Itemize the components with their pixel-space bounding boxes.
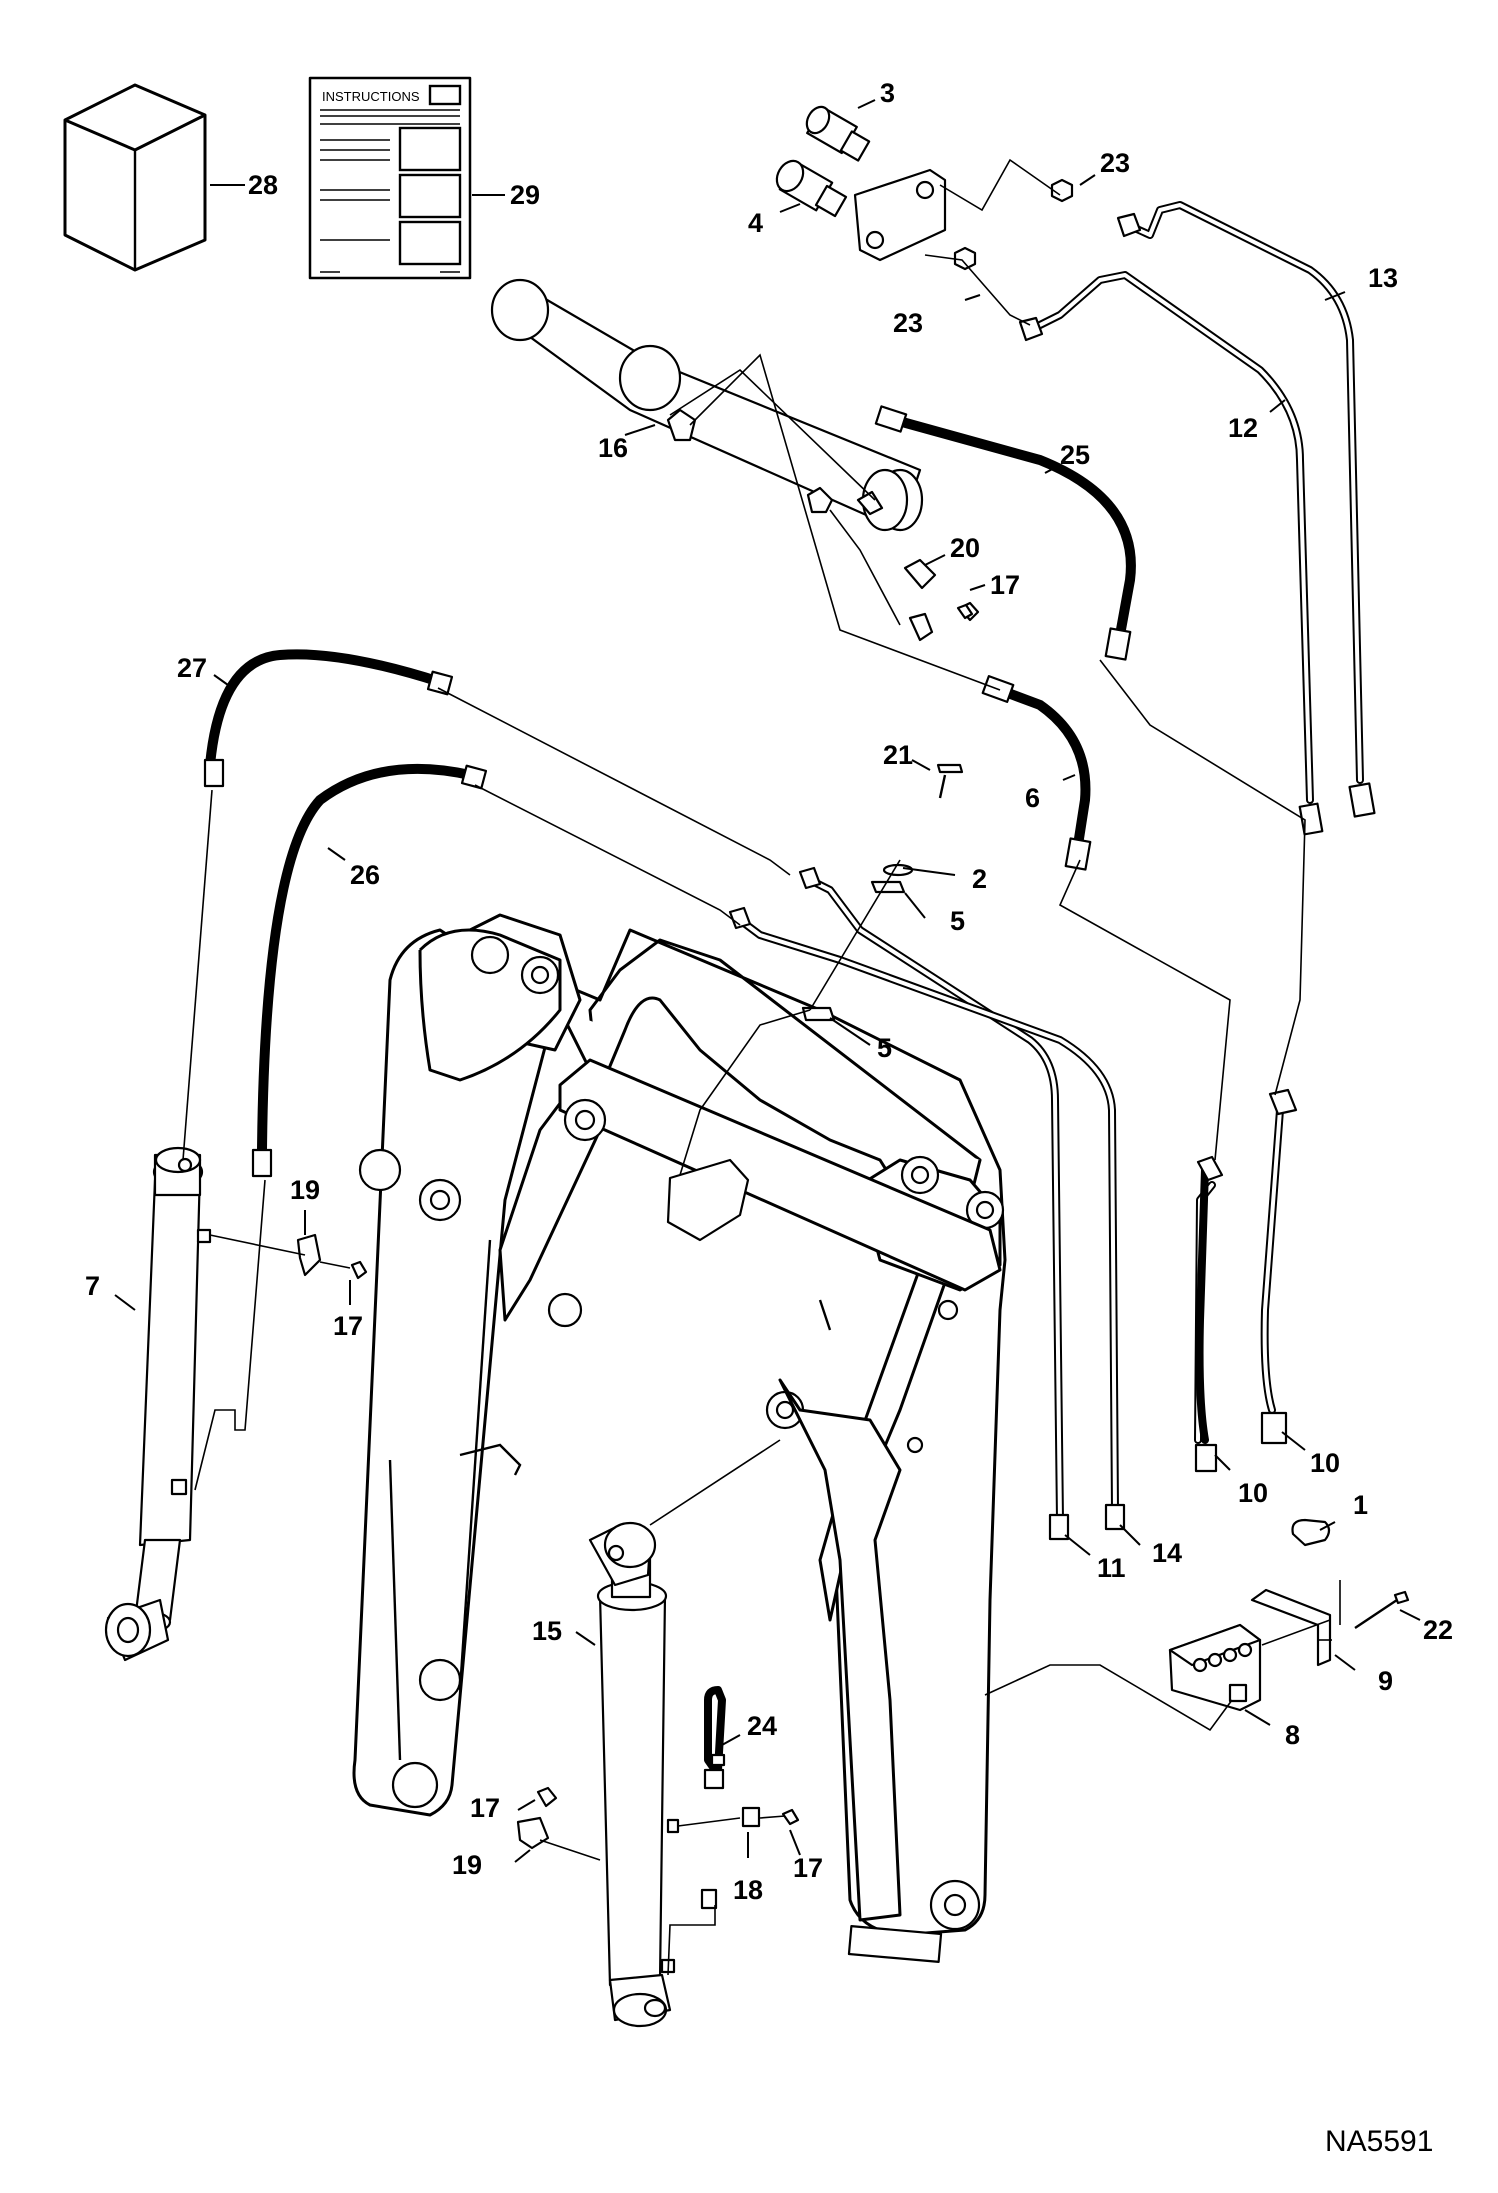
callout-1: 1 <box>1353 1490 1369 1520</box>
callout-14: 14 <box>1152 1538 1183 1568</box>
bracket-9-part <box>1250 1588 1332 1667</box>
callout-17-top: 17 <box>990 570 1021 600</box>
callout-7: 7 <box>85 1271 101 1301</box>
tube-10-left-part <box>1194 1155 1224 1473</box>
block-8-part <box>1168 1623 1262 1712</box>
clamp-19-top-part <box>296 1233 322 1277</box>
callout-18: 18 <box>733 1875 764 1905</box>
callout-25: 25 <box>1060 440 1091 470</box>
callout-20: 20 <box>950 533 981 563</box>
callout-22: 22 <box>1423 1615 1454 1645</box>
cylinder-15-part <box>588 1521 676 2028</box>
clamp-19-bottom-part <box>516 1816 550 1850</box>
callout-19-top: 19 <box>290 1175 321 1205</box>
tube-10-right-part <box>1260 1088 1298 1445</box>
callout-17-bottom-right: 17 <box>793 1853 824 1883</box>
bolt-22-part <box>1354 1597 1401 1629</box>
callout-10-left: 10 <box>1238 1478 1269 1508</box>
callout-8: 8 <box>1285 1720 1301 1750</box>
instructions-heading: INSTRUCTIONS <box>322 89 420 104</box>
callout-28: 28 <box>248 170 279 200</box>
callout-2: 2 <box>972 864 988 894</box>
callout-27: 27 <box>177 653 208 683</box>
hose-25-part <box>890 415 1136 640</box>
callout-13: 13 <box>1368 263 1399 293</box>
box-part <box>63 83 207 272</box>
connector-lines <box>182 158 1341 1976</box>
callout-15: 15 <box>532 1616 563 1646</box>
tube-12-part <box>1018 271 1324 836</box>
callout-10-right: 10 <box>1310 1448 1341 1478</box>
coupler-plate-part <box>775 105 1074 271</box>
tube-24-part <box>704 1686 726 1774</box>
callout-29: 29 <box>510 180 541 210</box>
callout-9: 9 <box>1378 1666 1394 1696</box>
callout-3: 3 <box>880 78 896 108</box>
callout-26: 26 <box>350 860 381 890</box>
callout-16: 16 <box>598 433 629 463</box>
tube-11-part <box>798 866 1070 1541</box>
callout-17-left: 17 <box>333 1311 364 1341</box>
callout-17-bottom-left: 17 <box>470 1793 501 1823</box>
callout-21: 21 <box>883 740 914 770</box>
callout-6: 6 <box>1025 783 1041 813</box>
drawing-code: NA5591 <box>1325 2125 1434 2158</box>
callout-11: 11 <box>1097 1553 1126 1583</box>
callout-4: 4 <box>748 208 764 238</box>
boom-part <box>352 913 1007 1963</box>
instruction-sheet-part <box>308 76 472 280</box>
hose-6-part <box>995 685 1091 850</box>
cylinder-7-part <box>104 1146 212 1662</box>
hose-27-part <box>205 649 445 770</box>
callout-19-bottom: 19 <box>452 1850 483 1880</box>
tube-13-part <box>1116 201 1376 818</box>
callout-23-bottom: 23 <box>893 308 924 338</box>
top-cylinder-part <box>490 278 980 622</box>
leader-lines <box>114 99 1421 1863</box>
callout-23-top: 23 <box>1100 148 1131 178</box>
callout-12: 12 <box>1228 413 1259 443</box>
tube-14-part <box>728 906 1126 1531</box>
callout-24: 24 <box>747 1711 778 1741</box>
callout-5-top: 5 <box>950 906 966 936</box>
hose-26-part <box>257 763 475 1155</box>
clamp-1-part <box>1291 1518 1331 1547</box>
callout-5-bottom: 5 <box>877 1033 893 1063</box>
